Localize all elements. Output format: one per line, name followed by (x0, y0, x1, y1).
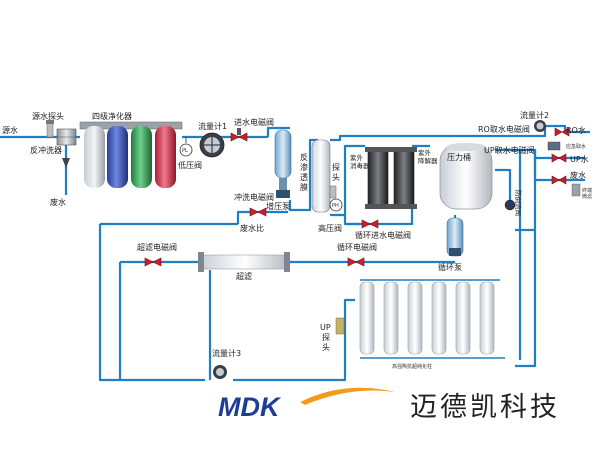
circulation-pump-icon (446, 217, 464, 257)
svg-text:PL: PL (182, 148, 188, 154)
ro-outlet-solenoid-label: RO取水电磁阀 (478, 124, 530, 134)
polishing-column-5 (455, 281, 471, 355)
circulation-solenoid-label: 循环电磁阀 (337, 242, 377, 252)
filter-stage-2 (107, 126, 128, 188)
waste-ratio-label: 废水比 (240, 223, 264, 233)
uv-degrader-label: 紫外降解器 (418, 148, 438, 165)
ph-gauge: PH (329, 198, 343, 212)
waste-water-right-label: 废水 (570, 170, 586, 180)
circulation-inlet-solenoid-icon (361, 219, 379, 229)
circulation-solenoid-icon (347, 257, 365, 267)
four-stage-purifier-label: 四级净化器 (92, 111, 132, 121)
uv-sterilizer-label: 紫外消毒器 (350, 153, 370, 170)
flow-meter-1-label: 流量计1 (198, 121, 227, 131)
backwash-filter-label: 反冲洗器 (30, 145, 62, 155)
polishing-columns (359, 281, 495, 355)
check-valve-icon (504, 199, 516, 211)
ultrafiltration-label: 超滤 (236, 271, 252, 281)
booster-pump-icon (274, 129, 292, 198)
flow-meter-1-icon (199, 132, 225, 158)
backwash-solenoid-label: 冲洗电磁阀 (234, 192, 274, 202)
circulation-pump-label: 循环泵 (438, 262, 462, 272)
ultrafiltration-solenoid-icon (144, 257, 162, 267)
ultrafiltration-solenoid-label: 超滤电磁阀 (137, 242, 177, 252)
terminal-filter-label: 终端微滤 (582, 187, 592, 200)
svg-text:PH: PH (332, 203, 339, 209)
up-probe-icon (335, 317, 345, 335)
filter-stage-4 (155, 126, 176, 188)
ultrafiltration-icon (198, 252, 291, 272)
brand-logo-text: MDK (218, 392, 282, 422)
probe-label: 探头 (332, 162, 340, 182)
filter-stage-3 (131, 126, 152, 188)
ro-membrane-icon (311, 139, 331, 213)
emergency-outlet-label: 应急取水 (566, 143, 586, 150)
low-pressure-valve-label: 低压阀 (178, 160, 202, 170)
probe-icon (329, 185, 337, 199)
ro-outlet-solenoid-icon (554, 127, 570, 137)
uv-sterilizer-icon (365, 147, 391, 209)
circulation-inlet-solenoid-label: 循环进水电磁阀 (355, 230, 411, 240)
uv-degrader-icon (391, 147, 417, 209)
ro-membrane-label: 反渗透膜 (300, 152, 308, 192)
waste-water-right-valve-icon (551, 175, 567, 185)
emergency-outlet-icon (547, 141, 561, 151)
brand-name: 迈德凯科技 (410, 392, 560, 423)
booster-pump-label: 增压泵 (266, 201, 290, 211)
filter-stage-1 (84, 126, 105, 188)
up-water-label: UP水 (570, 154, 589, 164)
pipes (0, 124, 590, 382)
polishing-column-2 (383, 281, 399, 355)
check-valve-label: 防倒流阀 (514, 190, 523, 216)
pressure-tank-icon (439, 143, 493, 210)
inlet-solenoid-label: 进水电磁阀 (234, 117, 274, 127)
backwash-solenoid-icon (249, 207, 267, 217)
source-probe-label: 源水探头 (32, 111, 64, 121)
high-pressure-valve-label: 高压阀 (318, 223, 342, 233)
flow-meter-3-label: 流量计3 (212, 348, 241, 358)
brand-swoosh-icon (300, 387, 395, 405)
flow-meter-2-icon (534, 120, 546, 132)
pressure-tank-label: 压力桶 (447, 152, 471, 162)
polishing-column-4 (431, 281, 447, 355)
flow-meter-2-label: 流量计2 (520, 110, 549, 120)
up-outlet-solenoid-label: UP取水电磁阀 (484, 145, 535, 155)
terminal-filter-icon (571, 183, 581, 197)
four-stage-purifier (79, 121, 183, 188)
inlet-solenoid-valve-icon (230, 128, 248, 142)
pressure-gauge-left: PL (179, 137, 193, 157)
backwash-filter-icon (56, 128, 77, 168)
brand-logo: MDK (218, 387, 395, 422)
polishing-column-6 (479, 281, 495, 355)
flow-meter-3-icon (213, 365, 227, 379)
source-probe-icon (46, 120, 54, 138)
polishing-column-1 (359, 281, 375, 355)
polishing-column-3 (407, 281, 423, 355)
polishing-columns-label: 高强陶抗超纯化柱 (392, 363, 432, 370)
ro-water-label: RO水 (566, 125, 586, 135)
raw-water-label: 源水 (2, 125, 18, 135)
waste-water-left-label: 废水 (50, 197, 66, 207)
up-outlet-solenoid-icon (551, 153, 567, 163)
